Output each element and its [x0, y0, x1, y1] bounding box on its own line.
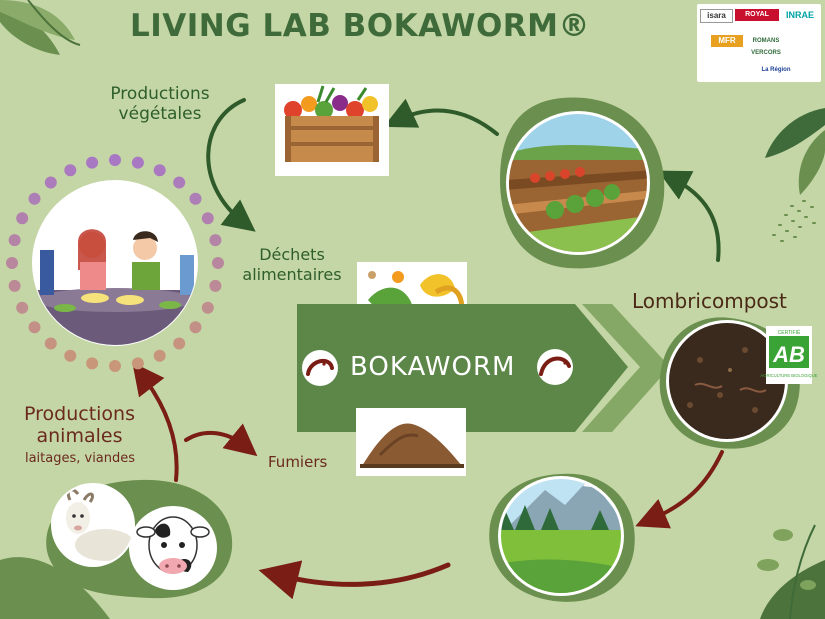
- arrow-animals-to-meal: [132, 362, 179, 482]
- ab-organic-badge: CERTIFIÉ AB AGRICULTURE BIOLOGIQUE: [760, 326, 818, 384]
- partner-logos-panel: isara ROYAL CANIN INRAE MFR ROMANS VERCO…: [697, 4, 821, 82]
- ring-dot: [28, 321, 41, 334]
- vegetable-crate-image: [275, 84, 389, 176]
- arrow-compost-to-field: [657, 170, 721, 262]
- meal-dotted-ring: [6, 154, 224, 372]
- romans-vercors-logo: ROMANS VERCORS: [751, 38, 781, 56]
- ring-dot: [28, 192, 41, 205]
- ring-dot: [131, 357, 144, 370]
- ring-dot: [86, 357, 99, 370]
- ring-dot: [209, 279, 222, 292]
- compost-bubble: [659, 317, 800, 449]
- ring-dot: [16, 212, 29, 225]
- manure-pile-image: [356, 408, 466, 476]
- cow-image: [136, 516, 210, 574]
- worm-icon: [302, 350, 338, 386]
- ring-dot: [212, 257, 224, 269]
- ring-dot: [44, 176, 57, 189]
- ab-badge-subtitle: AGRICULTURE BIOLOGIQUE: [760, 373, 817, 378]
- field-bubble: [500, 97, 665, 269]
- ring-dot: [64, 349, 77, 362]
- animals-bubble: [46, 479, 233, 599]
- family-meal-image: [32, 180, 198, 346]
- ring-dot: [173, 337, 186, 350]
- arrow-animals-to-fumiers: [184, 423, 258, 457]
- mfr-logo: MFR: [711, 35, 743, 47]
- label-dechets-alimentaires: Déchets alimentaires: [242, 245, 342, 284]
- inrae-logo: INRAE: [785, 10, 814, 20]
- isara-logo: isara: [700, 9, 733, 23]
- royal-canin-logo: ROYAL CANIN: [735, 9, 779, 30]
- goat-image: [66, 488, 133, 561]
- ab-badge-letters: AB: [772, 342, 805, 367]
- arrow-field-to-vegetables: [383, 98, 499, 136]
- ring-dot: [173, 176, 186, 189]
- la-region-logo: La Région: [761, 67, 791, 73]
- ring-dot: [8, 234, 21, 247]
- ring-dot: [86, 156, 99, 169]
- ring-dot: [109, 154, 121, 166]
- ring-dot: [153, 164, 166, 177]
- leaf-decoration-top-left: [0, 0, 81, 55]
- leaf-decoration-right: [765, 108, 825, 195]
- ring-dot: [64, 164, 77, 177]
- ab-badge-certifie: CERTIFIÉ: [778, 329, 801, 336]
- label-laitages-viandes: laitages, viandes: [24, 451, 136, 466]
- page-title: LIVING LAB BOKAWORM®: [129, 8, 591, 44]
- ring-dot: [189, 192, 202, 205]
- ring-dot: [109, 360, 121, 372]
- label-productions-animales: Productions animales: [24, 403, 135, 447]
- label-bokaworm: BOKAWORM: [350, 352, 516, 382]
- dots-decoration-right: [772, 200, 816, 242]
- bokaworm-banner: [297, 304, 670, 432]
- plant-decoration-bottom-right: [757, 524, 825, 619]
- arrow-vegetables-to-meal: [206, 98, 256, 232]
- arrow-compost-to-landscape: [635, 450, 724, 529]
- ring-dot: [201, 212, 214, 225]
- landscape-bubble: [489, 473, 635, 602]
- label-productions-vegetales: Productions végétales: [110, 84, 210, 124]
- ring-dot: [131, 156, 144, 169]
- ring-dot: [189, 321, 202, 334]
- label-lombricompost: Lombricompost: [632, 289, 787, 313]
- worm-icon-right: [537, 349, 573, 385]
- ring-dot: [44, 337, 57, 350]
- label-fumiers: Fumiers: [268, 453, 328, 471]
- ring-dot: [209, 234, 222, 247]
- ring-dot: [8, 279, 21, 292]
- arrow-landscape-to-animals: [258, 560, 451, 600]
- ring-dot: [201, 301, 214, 314]
- ring-dot: [153, 349, 166, 362]
- ring-dot: [16, 301, 29, 314]
- ring-dot: [6, 257, 18, 269]
- hill-decoration-bottom-left: [0, 557, 110, 619]
